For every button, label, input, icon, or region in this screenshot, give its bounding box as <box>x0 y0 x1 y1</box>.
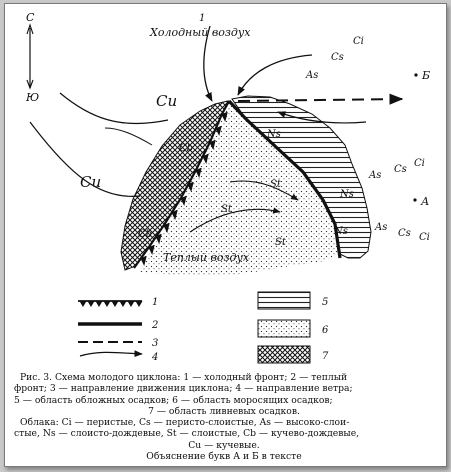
cloud-as-low: As <box>374 222 387 233</box>
cloud-ns-mid: Ns <box>339 189 354 200</box>
point-b-label: Б <box>421 69 430 82</box>
warm-air-label: Теплый воздух <box>163 251 250 264</box>
cloud-as-mid: As <box>368 170 381 181</box>
wind-arrow-cold-air <box>203 25 213 102</box>
cloud-st-3: St <box>275 237 287 248</box>
legend-num-1: 1 <box>152 297 158 308</box>
compass-south: Ю <box>25 91 39 104</box>
wind-arrow-right <box>277 111 367 124</box>
caption-line-2: фронт; 3 — направление движения циклона;… <box>14 383 353 395</box>
legend-num-6: 6 <box>322 325 329 336</box>
point-a-dot <box>413 198 417 202</box>
compass-north: С <box>26 11 35 24</box>
cloud-cs-mid: Cs <box>394 164 407 175</box>
legend-num-4: 4 <box>151 352 158 363</box>
cloud-cu-lower: Cu <box>80 173 101 191</box>
caption-line-8: Объяснение букв А и Б в тексте <box>146 451 302 463</box>
wind-arrow-warm <box>189 207 281 233</box>
caption-line-5: Облака: Ci — перистые, Cs — перисто-слои… <box>20 417 350 429</box>
legend-num-7: 7 <box>322 351 329 362</box>
caption-line-1: Рис. 3. Схема молодого циклона: 1 — холо… <box>20 372 348 383</box>
wind-arrow-upper-right <box>237 54 313 96</box>
isobar-3 <box>104 127 153 146</box>
legend-num-5: 5 <box>322 297 328 308</box>
cloud-cs-low: Cs <box>398 228 411 239</box>
cloud-cb-upper: Cb <box>179 143 193 154</box>
cloud-ci-mid: Ci <box>414 158 425 169</box>
point-a-label: А <box>420 195 429 208</box>
point-b-dot <box>414 73 418 77</box>
wind-arrow-st <box>229 180 299 201</box>
caption-line-4: 7 — область ливневых осадков. <box>148 405 300 417</box>
cold-air-label: Холодный воздух <box>149 26 251 39</box>
cloud-cu-upper: Cu <box>156 92 177 110</box>
caption-line-6: стые, Ns — слоисто-дождевые, St — слоист… <box>14 428 360 440</box>
isobar-2 <box>29 121 141 198</box>
cold-front-barbs <box>140 111 228 267</box>
cloud-st-2: St <box>221 204 233 215</box>
cloud-ns-top: Ns <box>266 129 281 140</box>
drizzle-area <box>139 101 340 276</box>
cloud-ci-top: Ci <box>353 36 364 47</box>
cloud-cs-top: Cs <box>331 52 344 63</box>
compass: С Ю <box>25 11 39 104</box>
isobar-1 <box>59 92 169 125</box>
warm-front-line <box>227 99 342 259</box>
legend-num-3: 3 <box>152 338 158 349</box>
cloud-cb-lower: Cb <box>138 229 152 240</box>
cloud-ns-low: Ns <box>333 226 348 237</box>
legend: 1 2 3 4 5 6 7 <box>78 291 329 364</box>
cloud-st-1: St <box>270 179 282 190</box>
cyclone-direction-arrow <box>237 93 404 105</box>
caption-line-7: Cu — кучевые. <box>188 439 260 451</box>
legend-num-2: 2 <box>151 320 158 331</box>
cloud-ci-low: Ci <box>419 232 430 243</box>
caption-line-3: 5 — область обложных осадков; 6 — област… <box>14 394 333 406</box>
figure-caption: Рис. 3. Схема молодого циклона: 1 — холо… <box>14 372 434 462</box>
cloud-as-top: As <box>305 70 318 81</box>
cold-front-number: 1 <box>199 13 205 24</box>
